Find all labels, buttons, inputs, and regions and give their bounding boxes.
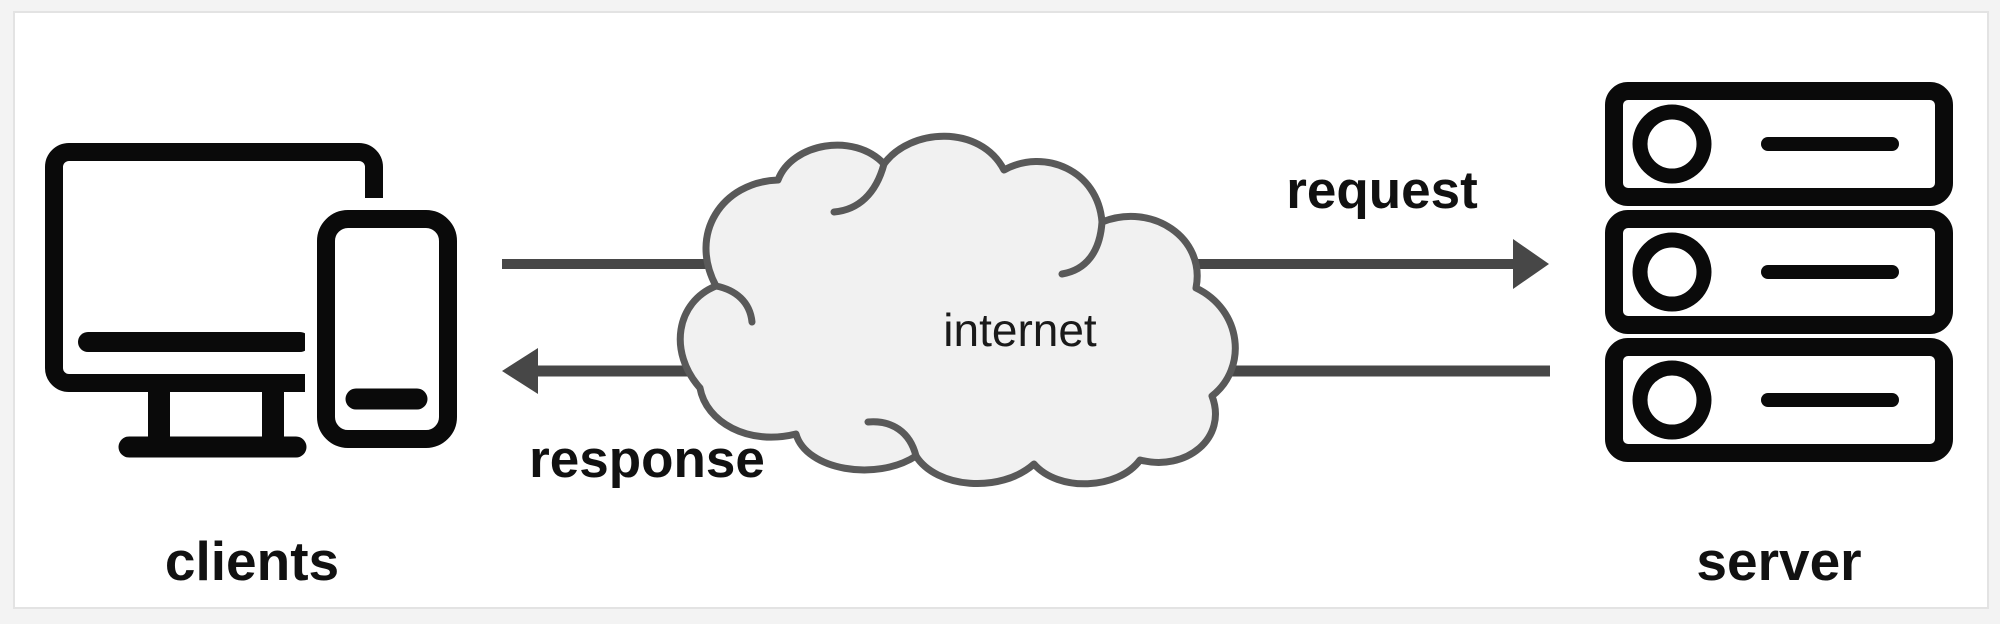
cloud-inner-curl (1058, 218, 1106, 278)
internet-label: internet (943, 304, 1097, 356)
clients-label: clients (165, 530, 339, 592)
rack-unit-led-circle (1632, 232, 1712, 312)
server-rack-unit (1605, 82, 1953, 206)
cloud-inner-curl (712, 282, 756, 326)
server-label: server (1696, 530, 1861, 592)
rack-unit-led-circle (1632, 360, 1712, 440)
server-rack-icon (1605, 82, 1953, 462)
cloud-inner-curl (830, 160, 888, 216)
cloud-inner-curl (864, 418, 920, 460)
internet-node: internet (676, 132, 1239, 488)
response-arrowhead-icon (502, 348, 538, 394)
smartphone-frame (317, 210, 457, 448)
request-label: request (1286, 161, 1477, 220)
clients-node: clients (45, 143, 469, 592)
server-node: server (1605, 82, 1953, 592)
server-rack-unit (1605, 210, 1953, 334)
rack-unit-led-circle (1632, 104, 1712, 184)
server-rack-unit (1605, 338, 1953, 462)
response-label: response (529, 430, 765, 489)
smartphone-icon (305, 198, 469, 460)
request-arrowhead-icon (1513, 239, 1549, 289)
